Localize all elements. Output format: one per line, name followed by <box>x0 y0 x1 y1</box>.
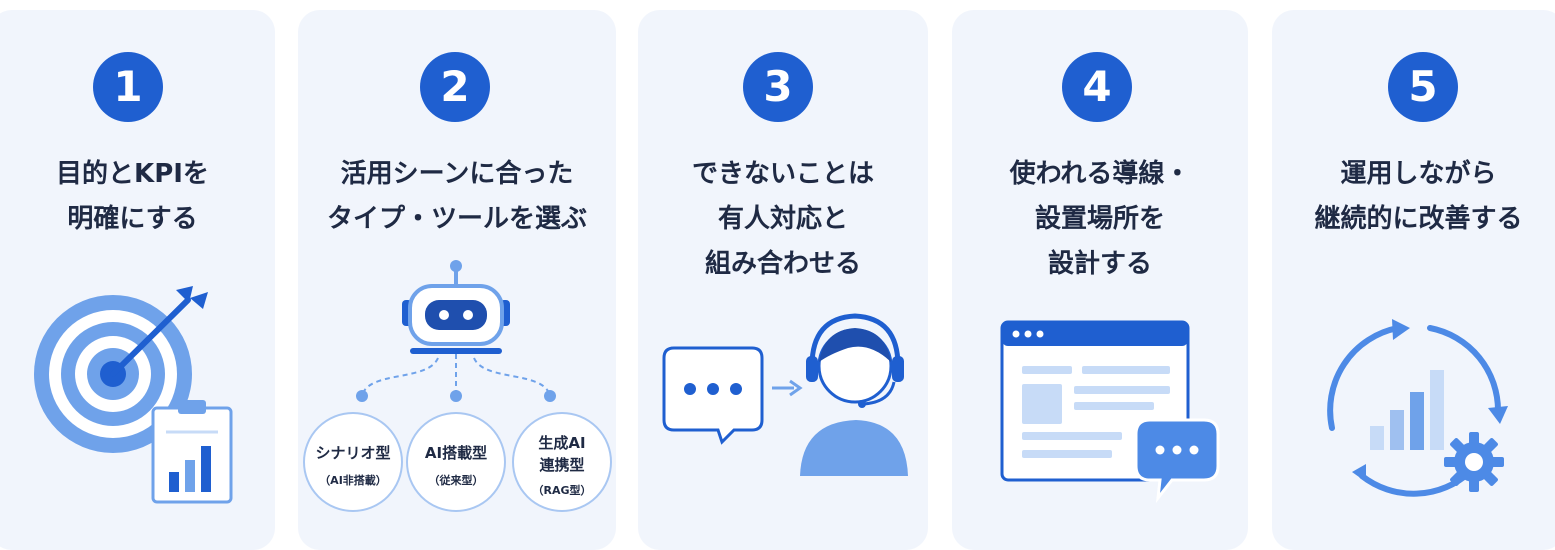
step-number-badge: 4 <box>1062 52 1132 122</box>
improvement-cycle-icon <box>1327 319 1508 497</box>
robot-icon: シナリオ型 （AI非搭載） AI搭載型 （従来型） 生成AI 連携型 （RAG型… <box>303 260 612 512</box>
step-title-line: 組み合わせる <box>704 249 861 279</box>
step-number-badge: 5 <box>1388 52 1458 122</box>
option-label: シナリオ型 <box>315 444 390 462</box>
step-title: 目的とKPIを 明確にする <box>0 152 275 242</box>
option-label: 生成AI <box>538 434 585 452</box>
option-sublabel: （RAG型） <box>532 483 591 497</box>
target-and-clipboard-icon <box>34 286 233 504</box>
step-title-line: タイプ・ツールを選ぶ <box>326 204 587 234</box>
step-title-line: 継続的に改善する <box>1314 204 1523 234</box>
step-title-line: 目的とKPIを <box>56 159 209 189</box>
webpage-chat-widget-icon <box>1000 320 1220 504</box>
step-card-1: 1 目的とKPIを 明確にする <box>0 10 275 550</box>
step-title-line: 使われる導線・ <box>1009 159 1191 189</box>
step-title-line: 設計する <box>1047 249 1152 279</box>
step-number-badge: 1 <box>93 52 163 122</box>
step-card-5: 5 運用しながら 継続的に改善する <box>1272 10 1555 550</box>
option-label: AI搭載型 <box>425 444 487 462</box>
step-title-line: 活用シーンに合った <box>340 159 574 189</box>
step-title-line: 有人対応と <box>717 204 848 234</box>
step-title-line: 設置場所を <box>1034 204 1165 234</box>
option-sublabel: （従来型） <box>429 473 484 487</box>
step-title: 使われる導線・ 設置場所を 設計する <box>952 152 1248 287</box>
gear-icon <box>1444 432 1504 492</box>
step-title-line: 運用しながら <box>1340 159 1497 189</box>
step-number-badge: 3 <box>743 52 813 122</box>
step-card-2: 2 活用シーンに合った タイプ・ツールを選ぶ シナリオ型 （AI非搭載） AI搭… <box>298 10 616 550</box>
option-sublabel: （AI非搭載） <box>319 473 387 487</box>
step-title-line: 明確にする <box>67 204 198 234</box>
step-card-3: 3 できないことは 有人対応と 組み合わせる <box>638 10 928 550</box>
step-title: 活用シーンに合った タイプ・ツールを選ぶ <box>298 152 616 242</box>
option-label: 連携型 <box>539 456 584 474</box>
step-title-line: できないことは <box>691 159 874 189</box>
chat-to-operator-icon <box>662 313 908 476</box>
step-card-4: 4 使われる導線・ 設置場所を 設計する <box>952 10 1248 550</box>
step-title: できないことは 有人対応と 組み合わせる <box>638 152 928 287</box>
step-title: 運用しながら 継続的に改善する <box>1272 152 1555 242</box>
step-number-badge: 2 <box>420 52 490 122</box>
